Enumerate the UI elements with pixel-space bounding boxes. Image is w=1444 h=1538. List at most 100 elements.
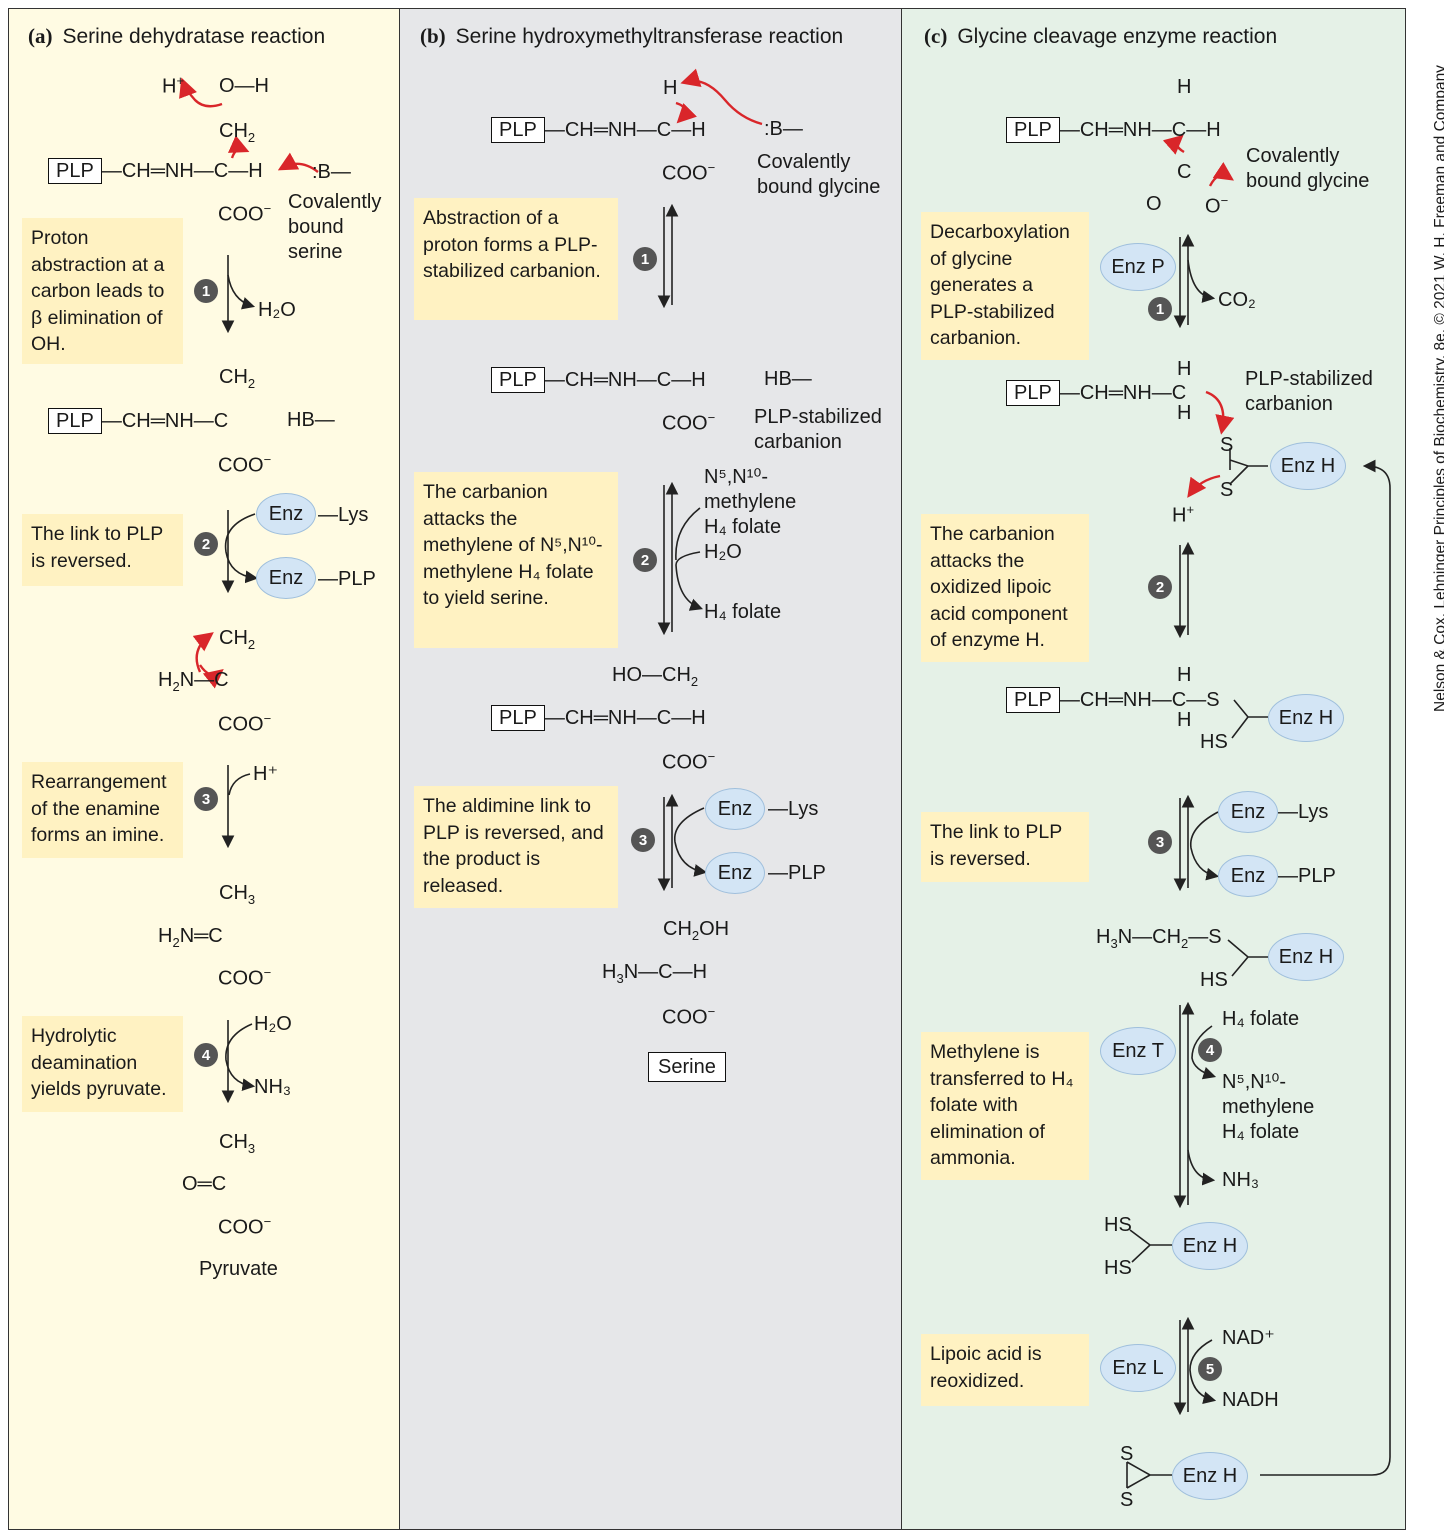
b1-label: Covalently bound glycine: [757, 151, 881, 198]
c2-lipoyl-s1: S: [1220, 434, 1234, 456]
c3-enz-h: Enz H: [1268, 694, 1344, 742]
b-note-3: The aldimine link to PLP is reversed, an…: [414, 786, 618, 908]
b-enz-plp: Enz: [705, 852, 765, 894]
c3-h-top: H: [1177, 664, 1192, 686]
c-product-ammonia: NH₃: [1222, 1169, 1260, 1191]
b-step-1: 1: [633, 247, 657, 271]
b-note-2: The carbanion attacks the methylene of N…: [414, 472, 618, 648]
b2-hb: HB—: [764, 368, 812, 390]
a5-ch3: CH3: [219, 1131, 256, 1156]
c-plp-label: —PLP: [1278, 865, 1336, 887]
a-enz-lys: Enz: [256, 493, 316, 535]
c1-carboxyl-ominus: O−: [1205, 193, 1229, 218]
a2-ch2: CH2: [219, 366, 256, 391]
c1-glycine-backbone: PLP—CH═NH—C—H: [1006, 117, 1221, 143]
b-enz-lys: Enz: [705, 788, 765, 830]
c4-aminomethyl: H3N—CH2—S: [1096, 926, 1222, 951]
c5-hs-top: HS: [1104, 1214, 1132, 1236]
a1-hydroxyl: O—H: [219, 75, 269, 97]
a2-carboxylate: COO−: [218, 452, 272, 477]
c3-h-bottom: H: [1177, 709, 1192, 731]
c-step-3: 3: [1148, 830, 1172, 854]
c2-hplus: H+: [1172, 502, 1195, 527]
c-note-4: Methylene is transferred to H₄ folate wi…: [921, 1032, 1089, 1180]
c-note-1: Decarboxylation of glycine generates a P…: [921, 212, 1089, 360]
b-step-2: 2: [633, 548, 657, 572]
a-step-3: 3: [194, 787, 218, 811]
a-reagent-hplus: H⁺: [253, 763, 278, 785]
c5-enz-h: Enz H: [1172, 1222, 1248, 1270]
b3-carboxylate: COO−: [662, 749, 716, 774]
a3-enamine: H2N—C: [158, 669, 229, 694]
a2-hb: HB—: [287, 409, 335, 431]
c1-carboxyl-o: O: [1146, 193, 1162, 215]
c-reagent-folate: H₄ folate: [1222, 1008, 1300, 1030]
panel-b-title: (b)Serine hydroxymethyltransferase react…: [420, 24, 844, 48]
a-lys-label: —Lys: [318, 504, 369, 526]
a-step-4: 4: [194, 1043, 218, 1067]
a-note-1: Proton abstraction at a carbon leads to …: [22, 218, 183, 364]
b4-ch2oh: CH2OH: [663, 918, 730, 943]
b-product-folate: H₄ folate: [704, 601, 782, 623]
b4-serine: H3N—C—H: [602, 961, 708, 986]
b1-carboxylate: COO−: [662, 160, 716, 185]
a-reagent-water: H₂O: [254, 1013, 292, 1035]
c-enz-plp: Enz: [1218, 855, 1278, 897]
b-plp-label: —PLP: [768, 862, 826, 884]
c2-label: PLP-stabilized carbanion: [1245, 368, 1373, 415]
c2-carbanion-backbone: PLP—CH═NH—C: [1006, 380, 1186, 406]
b2-label: PLP-stabilized carbanion: [754, 406, 882, 453]
a2-aminoacrylate: PLP—CH═NH—C: [48, 408, 228, 434]
c-product-methylene-folate: N⁵,N¹⁰- methylene H₄ folate: [1222, 1071, 1315, 1143]
a-step-1: 1: [194, 279, 218, 303]
a4-ch3: CH3: [219, 882, 256, 907]
a-note-2: The link to PLP is reversed.: [22, 514, 183, 586]
a1-label: Covalently bound serine: [288, 191, 382, 263]
b-note-1: Abstraction of a proton forms a PLP-stab…: [414, 198, 618, 320]
c4-hs: HS: [1200, 969, 1228, 991]
c2-lipoyl-s2: S: [1220, 479, 1234, 501]
c6-s-top: S: [1120, 1443, 1134, 1465]
c-lys-label: —Lys: [1278, 801, 1329, 823]
a-enz-plp: Enz: [256, 557, 316, 599]
c-step-5: 5: [1198, 1357, 1222, 1381]
b-serine-label: Serine: [648, 1052, 726, 1082]
c-enz-l: Enz L: [1100, 1344, 1176, 1392]
c6-s-bottom: S: [1120, 1489, 1134, 1511]
c-product-nadh: NADH: [1222, 1389, 1279, 1411]
b-reagent-water: H₂O: [704, 541, 742, 563]
c-product-co2: CO₂: [1218, 289, 1256, 311]
c2-enz-h: Enz H: [1270, 442, 1346, 490]
b-reagent-methylene-folate: N⁵,N¹⁰- methylene H₄ folate: [704, 466, 797, 538]
c-reagent-nad: NAD⁺: [1222, 1327, 1275, 1349]
c-step-1: 1: [1148, 297, 1172, 321]
a-plp-label: —PLP: [318, 568, 376, 590]
c1-carboxyl-c: C: [1177, 161, 1192, 183]
b4-carboxylate: COO−: [662, 1004, 716, 1029]
c-step-2: 2: [1148, 575, 1172, 599]
b-step-3: 3: [631, 828, 655, 852]
a4-carboxylate: COO−: [218, 965, 272, 990]
c-enz-lys: Enz: [1218, 791, 1278, 833]
c1-h: H: [1177, 76, 1192, 98]
a4-imine: H2N═C: [158, 925, 223, 950]
b-lys-label: —Lys: [768, 798, 819, 820]
a-note-4: Hydrolytic deamination yields pyruvate.: [22, 1016, 183, 1112]
b1-glycine-backbone: PLP—CH═NH—C—H: [491, 117, 706, 143]
c3-lipoyl-adduct: PLP—CH═NH—C—S: [1006, 687, 1220, 713]
a5-carboxylate: COO−: [218, 1214, 272, 1239]
c-note-3: The link to PLP is reversed.: [921, 812, 1089, 882]
c3-hs: HS: [1200, 731, 1228, 753]
a-note-3: Rearrangement of the enamine forms an im…: [22, 762, 183, 858]
c5-hs-bottom: HS: [1104, 1257, 1132, 1279]
a-step-2: 2: [194, 532, 218, 556]
c4-enz-h: Enz H: [1268, 933, 1344, 981]
a1-base: :B—: [312, 161, 351, 183]
c2-h-bottom: H: [1177, 402, 1192, 424]
b3-hydroxymethyl: HO—CH2: [612, 664, 699, 689]
a1-carboxylate: COO−: [218, 201, 272, 226]
a3-carboxylate: COO−: [218, 711, 272, 736]
c1-label: Covalently bound glycine: [1246, 145, 1370, 192]
c-note-5: Lipoic acid is reoxidized.: [921, 1334, 1089, 1406]
